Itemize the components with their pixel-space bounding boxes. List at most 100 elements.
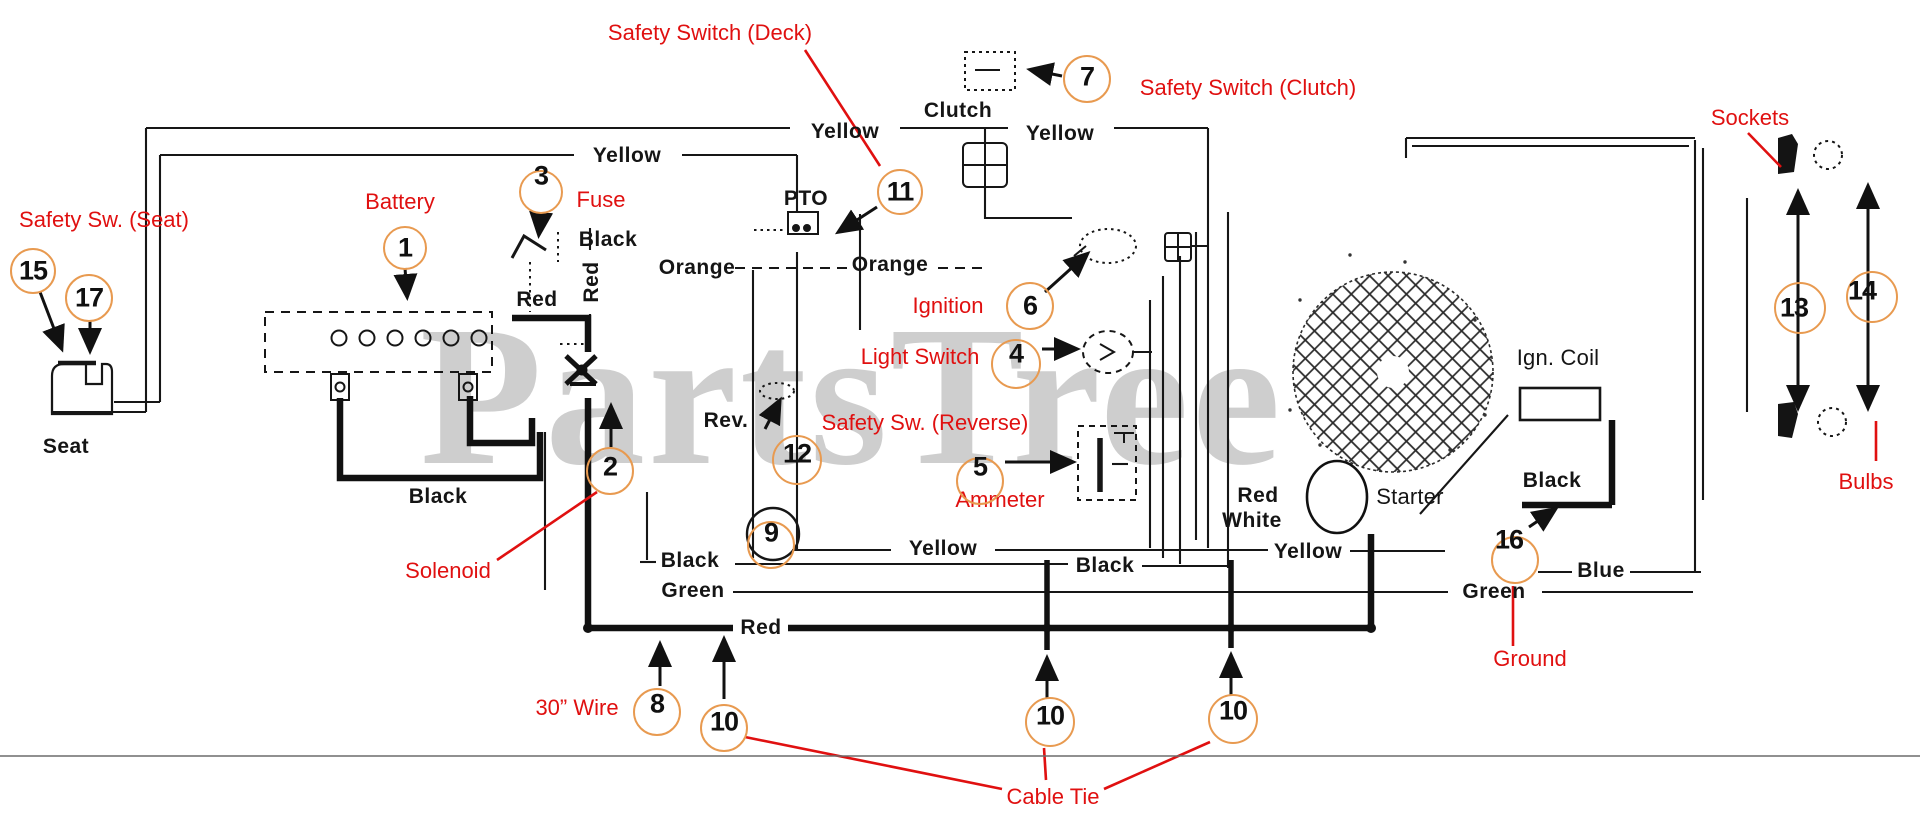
marker-number: 14 (1847, 275, 1877, 306)
label-wire-white-right: White (1222, 509, 1282, 532)
marker-number: 9 (763, 517, 779, 548)
marker-number: 17 (74, 282, 104, 313)
callout-ignition: Ignition (912, 293, 984, 318)
marker-number: 12 (782, 438, 812, 469)
marker-12: 12 (772, 435, 822, 485)
seat-switch-symbol (50, 362, 114, 416)
marker-10: 10 (1025, 697, 1075, 747)
marker-number: 5 (972, 451, 988, 482)
ignition-coil-symbol (1518, 386, 1602, 422)
label-wire-orange-right: Orange (851, 253, 929, 276)
callout-safety-switch-clutch: Safety Switch (Clutch) (1139, 75, 1357, 100)
callout-solenoid: Solenoid (405, 558, 491, 583)
marker-15: 15 (10, 248, 56, 294)
marker-17: 17 (65, 274, 113, 322)
label-wire-red-right: Red (1237, 484, 1279, 507)
pto-switch-symbol (787, 211, 819, 235)
label-pto: PTO (783, 187, 829, 210)
callout-arrows (38, 62, 1559, 699)
callout-safety-switch-deck: Safety Switch (Deck) (607, 20, 813, 45)
label-wire-yellow-inner: Yellow (592, 144, 662, 167)
marker-number: 1 (397, 232, 413, 263)
label-wire-black-battery: Black (408, 485, 468, 508)
marker-16: 16 (1491, 525, 1539, 584)
ignition-switch-symbol (1079, 228, 1137, 264)
label-starter: Starter (1376, 484, 1444, 509)
label-wire-green-left: Green (661, 579, 725, 602)
light-switch-symbol (1082, 330, 1134, 374)
cable-tie-stubs (1044, 560, 1234, 650)
marker-number: 3 (533, 160, 549, 191)
thick-cables (336, 314, 1616, 632)
callout-light-switch: Light Switch (860, 344, 980, 369)
marker-10: 10 (1208, 694, 1258, 744)
label-wire-yellow-right: Yellow (1273, 540, 1343, 563)
callout-safety-sw-reverse: Safety Sw. (Reverse) (821, 410, 1029, 435)
marker-14: 14 (1846, 271, 1898, 323)
marker-4: 4 (991, 339, 1041, 389)
marker-number: 10 (709, 706, 739, 737)
label-wire-blue: Blue (1577, 559, 1625, 582)
marker-5: 5 (956, 452, 1004, 505)
label-wire-black-fuse: Black (578, 228, 638, 251)
thin-wires (50, 126, 1749, 594)
marker-number: 7 (1079, 61, 1095, 92)
label-wire-yellow-bottom: Yellow (908, 537, 978, 560)
marker-number: 11 (886, 176, 915, 207)
label-wire-black-left: Black (660, 549, 720, 572)
marker-number: 15 (18, 255, 48, 286)
starter-symbol (1305, 459, 1369, 535)
clutch-switch-symbol (964, 51, 1016, 91)
solenoid-symbol (564, 354, 598, 386)
marker-number: 10 (1035, 700, 1065, 731)
engine-symbols (1288, 253, 1494, 535)
label-wire-red-battery-h: Red (516, 288, 558, 311)
label-wire-orange-left: Orange (658, 256, 736, 279)
dashed-details (264, 51, 1847, 501)
marker-9: 9 (747, 517, 795, 569)
marker-2: 2 (586, 447, 634, 495)
callout-safety-sw-seat: Safety Sw. (Seat) (19, 207, 189, 232)
marker-1: 1 (383, 226, 427, 270)
label-wire-red-cable: Red (740, 616, 782, 639)
marker-number: 4 (1008, 338, 1024, 369)
junction-dots (583, 623, 1376, 633)
callout-30-wire: 30” Wire (535, 695, 619, 720)
callout-ground: Ground (1493, 646, 1567, 671)
label-wire-black-ground: Black (1522, 469, 1582, 492)
red-leader-lines (496, 49, 1878, 791)
callout-bulbs: Bulbs (1838, 469, 1894, 494)
socket-symbol-top (1778, 134, 1798, 174)
label-seat: Seat (42, 435, 90, 458)
label-wire-green-right: Green (1462, 580, 1526, 603)
marker-number: 13 (1779, 292, 1809, 323)
callout-fuse: Fuse (576, 187, 626, 212)
connector-symbol (962, 142, 1192, 262)
label-ign-coil: Ign. Coil (1516, 345, 1600, 370)
fuse-symbol (510, 233, 547, 259)
marker-number: 8 (649, 688, 665, 719)
marker-number: 16 (1494, 524, 1524, 555)
label-wire-yellow-top-left: Yellow (810, 120, 880, 143)
label-wire-black-bottom: Black (1075, 554, 1135, 577)
marker-number: 6 (1022, 290, 1038, 321)
marker-8: 8 (633, 688, 681, 736)
watermark: PartsTree (420, 286, 1284, 507)
callout-cable-tie: Cable Tie (1006, 784, 1100, 809)
label-clutch: Clutch (923, 99, 993, 122)
callout-battery: Battery (365, 189, 435, 214)
marker-7: 7 (1063, 55, 1111, 103)
marker-number: 2 (602, 451, 618, 482)
marker-13: 13 (1774, 282, 1826, 334)
marker-6: 6 (1006, 282, 1054, 330)
callout-sockets: Sockets (1710, 105, 1790, 130)
component-symbols (50, 69, 1798, 562)
marker-number: 10 (1218, 695, 1248, 726)
marker-11: 11 (877, 169, 923, 215)
label-wire-yellow-top-right: Yellow (1025, 122, 1095, 145)
